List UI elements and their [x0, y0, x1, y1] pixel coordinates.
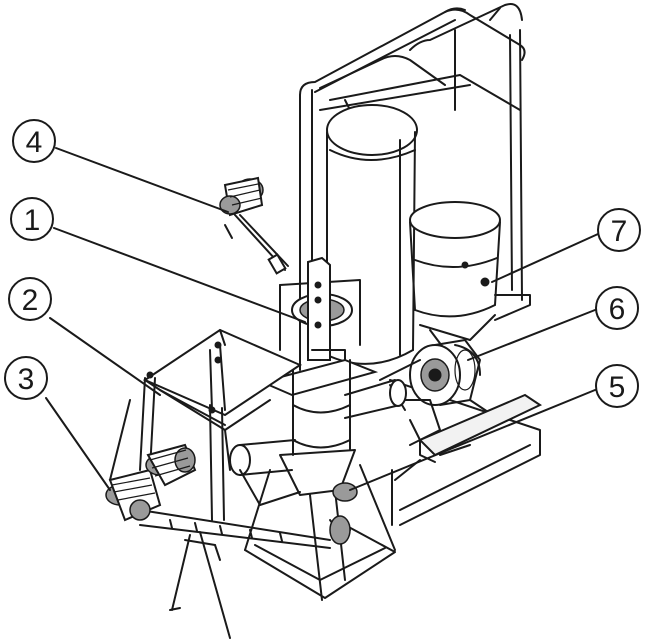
callout-label-1: 1 [24, 204, 41, 237]
inclined-conveyor [394, 393, 543, 481]
callout-6: 6 [595, 286, 639, 330]
filter-frame [299, 3, 541, 526]
callout-3: 3 [4, 356, 48, 400]
cyclone-separator [244, 256, 407, 601]
callout-label-6: 6 [609, 293, 626, 326]
callout-1: 1 [10, 197, 54, 241]
dosing-motor [219, 176, 289, 275]
callout-label-5: 5 [609, 371, 626, 404]
callout-label-4: 4 [26, 126, 43, 159]
screw-conveyor [105, 443, 331, 639]
callout-5: 5 [595, 364, 639, 408]
callout-7: 7 [597, 208, 641, 252]
callout-2: 2 [8, 277, 52, 321]
blower-assembly [379, 339, 501, 446]
callout-label-3: 3 [18, 363, 35, 396]
callout-label-7: 7 [611, 215, 628, 248]
callout-4: 4 [12, 119, 56, 163]
leader-lines [45, 147, 599, 491]
callout-label-2: 2 [22, 284, 39, 317]
receiving-hopper [109, 328, 303, 521]
